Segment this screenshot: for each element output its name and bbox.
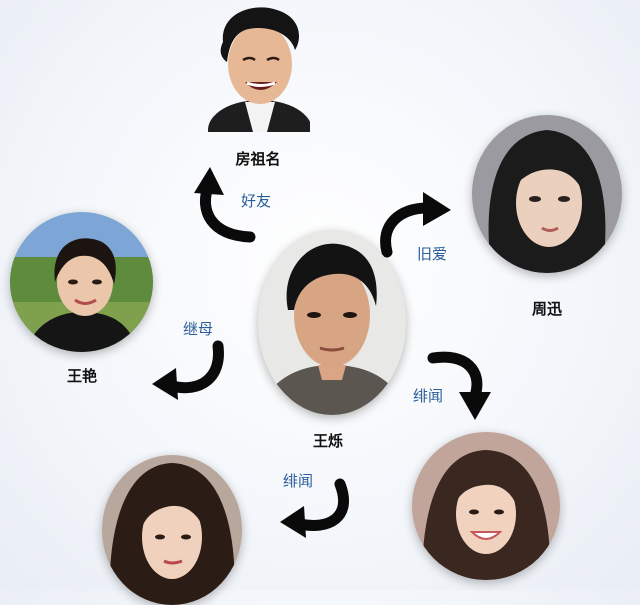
name-top: 房祖名: [235, 150, 281, 168]
portrait-woman-outdoor-icon: [10, 212, 153, 352]
relation-label-bottom-right: 绯闻: [412, 387, 444, 405]
arrow-to-left: [150, 338, 230, 403]
portrait-woman-long-hair-icon: [472, 115, 622, 273]
portrait-young-man-icon: [258, 230, 406, 415]
portrait-bottom-right: [412, 432, 560, 580]
portrait-left: [10, 212, 153, 352]
relation-label-right: 旧爱: [416, 245, 448, 263]
portrait-top: [205, 2, 310, 132]
portrait-bottom-left: [102, 455, 242, 605]
name-left: 王艳: [66, 367, 98, 385]
portrait-laughing-man-icon: [208, 7, 310, 132]
portrait-center: [258, 230, 406, 415]
arrow-to-bottom-right: [425, 348, 495, 423]
arrow-to-bottom-left: [278, 478, 358, 540]
portrait-woman-dark-hair-icon: [102, 455, 242, 605]
name-center: 王烁: [312, 432, 344, 450]
arrow-to-right: [375, 190, 455, 260]
portrait-right: [472, 115, 622, 273]
relation-label-left: 继母: [182, 320, 214, 338]
name-right: 周迅: [531, 300, 563, 318]
portrait-woman-smiling-icon: [412, 432, 560, 580]
relation-label-bottom-left: 绯闻: [282, 472, 314, 490]
relation-label-top: 好友: [240, 192, 272, 210]
arrow-to-top: [190, 165, 260, 245]
